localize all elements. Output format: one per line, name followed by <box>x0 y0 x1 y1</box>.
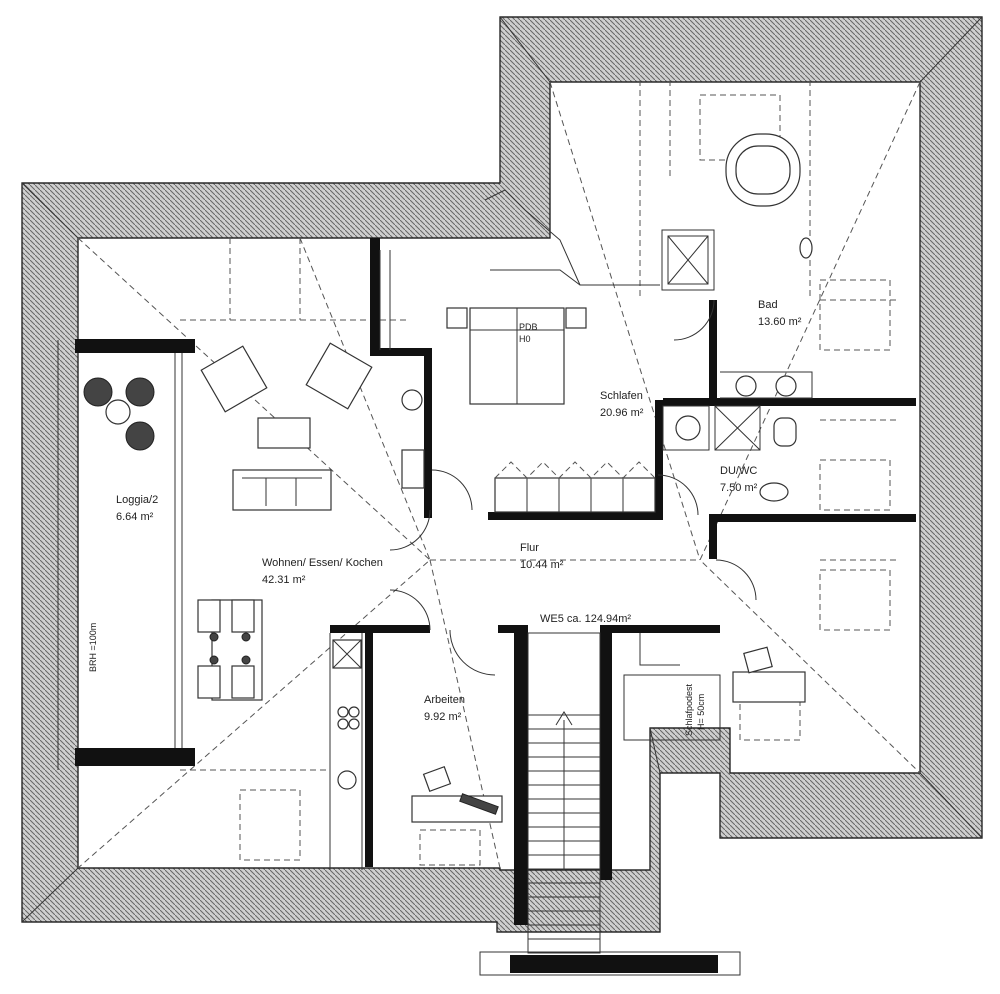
room-name-bad: Bad <box>758 299 778 311</box>
room-area-arbeiten: 9.92 m² <box>424 711 462 723</box>
room-name-duwc: DU/WC <box>720 465 757 477</box>
loggia-furniture <box>83 377 155 451</box>
room-name-flur: Flur <box>520 542 539 554</box>
office-furniture <box>411 646 806 823</box>
room-area-duwc: 7.50 m² <box>720 482 758 494</box>
room-name-arbeiten: Arbeiten <box>424 694 465 706</box>
unit-label: WE5 ca. 124.94m² <box>540 613 631 625</box>
roof-hip-lines <box>77 80 921 869</box>
kitchen <box>332 639 362 790</box>
schlafpodest-label-2: H= 50cm <box>696 694 706 730</box>
room-area-wohnen: 42.31 m² <box>262 574 306 586</box>
bed-label-1: PDB <box>519 322 538 332</box>
bedroom-furniture <box>446 307 656 513</box>
bed-label-2: H0 <box>519 334 531 344</box>
room-area-schlafen: 20.96 m² <box>600 407 644 419</box>
roof-eaves <box>21 16 983 933</box>
room-name-loggia: Loggia/2 <box>116 494 158 506</box>
partitions <box>174 189 761 976</box>
room-labels: Loggia/2 6.64 m² Wohnen/ Essen/ Kochen 4… <box>88 299 802 736</box>
room-area-bad: 13.60 m² <box>758 316 802 328</box>
room-name-schlafen: Schlafen <box>600 390 643 402</box>
room-area-loggia: 6.64 m² <box>116 511 154 523</box>
room-area-flur: 10.44 m² <box>520 559 564 571</box>
stairs <box>527 632 601 954</box>
brh-annotation: BRH =100m <box>88 623 98 672</box>
living-furniture <box>197 342 425 701</box>
bathroom-fixtures <box>675 133 813 502</box>
room-name-wohnen: Wohnen/ Essen/ Kochen <box>262 557 383 569</box>
schlafpodest-label-1: Schlafpodest <box>684 683 694 736</box>
walls <box>75 238 916 973</box>
